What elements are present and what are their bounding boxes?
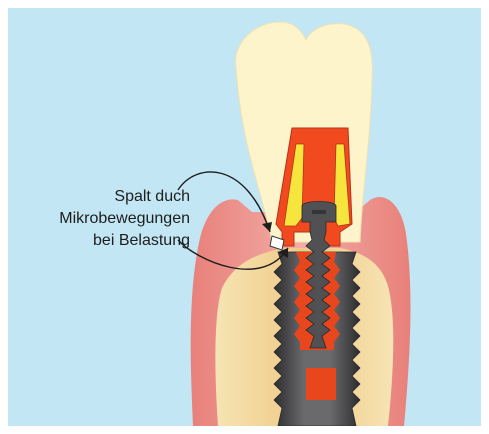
annotation-line-1: Spalt duch [40,186,190,208]
gap-annotation-label: Spalt duch Mikrobewegungen bei Belastung [40,186,190,252]
screw-head-slot [312,210,326,214]
screw-channel-bottom [306,368,336,400]
annotation-line-2: Mikrobewegungen [40,208,190,230]
annotation-line-3: bei Belastung [40,230,190,252]
